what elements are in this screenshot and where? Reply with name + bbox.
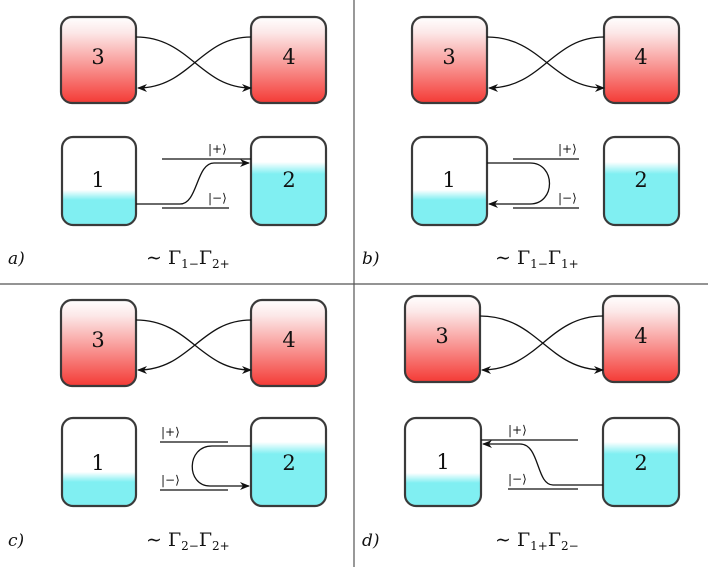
reservoir-4-label: 4 [282, 45, 295, 69]
transfer-curve-4-to-3 [481, 315, 604, 374]
reservoir-1-label: 1 [91, 168, 104, 192]
panel-a-label: a) [8, 249, 25, 269]
reservoir-4 [602, 15, 681, 105]
reservoir-3-label: 3 [91, 328, 104, 352]
reflection-path [487, 162, 551, 208]
reservoir-2 [249, 416, 328, 508]
reservoir-2-label: 2 [634, 168, 647, 192]
reservoir-3-label: 3 [435, 324, 448, 348]
reservoir-1-label: 1 [436, 450, 449, 474]
reservoir-1 [403, 416, 483, 508]
reservoir-4 [249, 15, 328, 105]
reservoir-1 [410, 135, 489, 227]
reservoir-4-label: 4 [634, 324, 647, 348]
reservoir-2-label: 2 [282, 451, 295, 475]
reservoir-4 [601, 294, 681, 384]
reservoir-2-label: 2 [634, 451, 647, 475]
reservoir-3-label: 3 [91, 45, 104, 69]
level-plus-label: |+⟩ [161, 425, 180, 439]
level-plus-label: |+⟩ [558, 142, 577, 156]
level-minus-label: |−⟩ [161, 473, 180, 487]
reservoir-3 [403, 294, 482, 384]
level-minus-label: |−⟩ [208, 191, 227, 205]
panel-c-label: c) [8, 531, 24, 551]
level-plus-label: |+⟩ [508, 423, 527, 437]
panel-c-formula: ∼ Γ2−Γ2+ [146, 529, 230, 553]
reservoir-1-label: 1 [91, 451, 104, 475]
level-minus-label: |−⟩ [558, 191, 577, 205]
reservoir-1 [60, 416, 138, 508]
level-minus-label: |−⟩ [508, 472, 527, 486]
transfer-curve-3-to-4 [479, 315, 604, 374]
panel-a-formula: ∼ Γ1−Γ2+ [146, 247, 230, 271]
panel-b: 3 4 1 2 |+⟩ |−⟩ b) ∼ Γ1−Γ1+ [362, 15, 681, 271]
reservoir-2-label: 2 [282, 168, 295, 192]
tunneling-path [482, 440, 603, 486]
reservoir-4 [249, 298, 328, 388]
reservoir-3 [59, 15, 138, 105]
panel-c: 3 4 1 2 |+⟩ |−⟩ c) ∼ Γ2−Γ2+ [8, 298, 328, 553]
reservoir-2 [249, 135, 328, 227]
reservoir-4-label: 4 [634, 45, 647, 69]
level-plus-label: |+⟩ [208, 142, 227, 156]
transfer-curve-4-to-3 [488, 36, 605, 92]
panel-a: 3 4 1 2 |+⟩ |−⟩ a) ∼ Γ1−Γ2+ [8, 15, 328, 271]
panel-b-formula: ∼ Γ1−Γ1+ [495, 247, 579, 271]
panel-d-label: d) [362, 531, 380, 551]
transfer-curve-4-to-3 [137, 36, 252, 92]
reservoir-2 [601, 416, 681, 508]
reservoir-3 [410, 15, 489, 105]
transfer-curve-3-to-4 [486, 36, 605, 92]
panel-d: 3 4 1 2 |+⟩ |−⟩ d) ∼ Γ1+Γ2− [362, 294, 681, 553]
panel-d-formula: ∼ Γ1+Γ2− [495, 529, 579, 553]
reservoir-3-label: 3 [442, 45, 455, 69]
transfer-curve-3-to-4 [135, 36, 252, 92]
transfer-curve-4-to-3 [137, 319, 252, 374]
reservoir-4-label: 4 [282, 328, 295, 352]
transfer-curve-3-to-4 [135, 319, 252, 374]
panel-b-label: b) [362, 249, 380, 269]
tunneling-path [136, 159, 250, 205]
reservoir-1 [60, 135, 138, 227]
reservoir-2 [602, 135, 681, 227]
reflection-path [191, 445, 251, 490]
reservoir-1-label: 1 [442, 168, 455, 192]
reservoir-3 [59, 298, 138, 388]
